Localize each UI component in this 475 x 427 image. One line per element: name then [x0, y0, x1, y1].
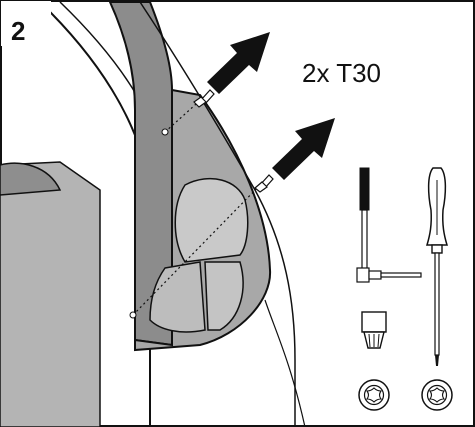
fastener-callout: 2x T30: [302, 58, 381, 88]
body-contour: [139, 1, 296, 427]
body-contour-inner: [264, 299, 306, 427]
screw-point-upper: [161, 128, 169, 136]
door-panel: [0, 161, 101, 427]
socket-bit: [361, 311, 387, 349]
screw-path-lower: [132, 179, 266, 316]
removal-arrow-upper: [207, 32, 270, 94]
torx-icon-screwdriver: [421, 379, 453, 411]
t-handle-socket-driver: [356, 167, 422, 283]
tail-lamp-right: [204, 261, 244, 331]
step-badge-bg: [1, 1, 51, 46]
tail-lamp-upper: [174, 177, 249, 263]
tail-lamp-left: [149, 261, 206, 333]
screw-path-upper: [164, 95, 206, 133]
door-handle-recess: [0, 162, 62, 196]
removal-arrow-lower: [272, 118, 335, 180]
screw-lower: [254, 174, 274, 193]
screwdriver: [425, 167, 449, 366]
torx-icon-socket: [358, 379, 390, 411]
step-number: 2: [11, 16, 25, 46]
screw-upper: [193, 89, 215, 108]
screw-point-lower: [129, 311, 137, 319]
